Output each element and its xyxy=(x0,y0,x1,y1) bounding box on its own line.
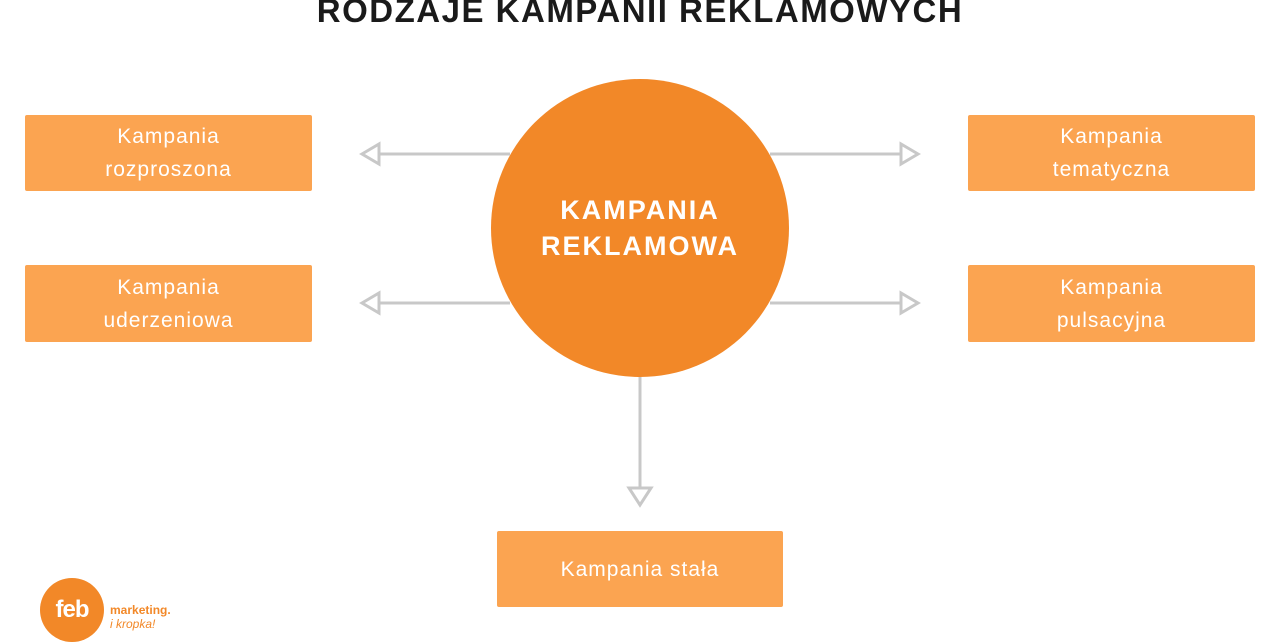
center-node-kampania-reklamowa: KAMPANIA REKLAMOWA xyxy=(491,79,789,377)
box-kampania-stala: Kampania stała xyxy=(497,531,783,607)
box-label-uderzeniowa: Kampania uderzeniowa xyxy=(103,275,234,332)
box-label-stala: Kampania stała xyxy=(560,557,720,581)
box-kampania-pulsacyjna: Kampania pulsacyjna xyxy=(968,265,1255,342)
box-kampania-tematyczna: Kampania tematyczna xyxy=(968,115,1255,191)
box-label-pulsacyjna: Kampania pulsacyjna xyxy=(1056,275,1167,332)
arrowhead-uderzeniowa xyxy=(359,290,381,316)
logo-tagline: marketing. i kropka! xyxy=(110,603,171,631)
arrowhead-rozproszona xyxy=(359,141,381,167)
diagram-title: RODZAJE KAMPANII REKLAMOWYCH xyxy=(316,0,964,29)
feb-logo: feb xyxy=(40,578,104,642)
center-node-label: KAMPANIA REKLAMOWA xyxy=(541,195,739,261)
arrowhead-tematyczna xyxy=(899,141,921,167)
box-label-tematyczna: Kampania tematyczna xyxy=(1052,125,1171,181)
box-kampania-uderzeniowa: Kampania uderzeniowa xyxy=(25,265,312,342)
logo-tagline-line2: i kropka! xyxy=(110,617,156,631)
logo-tagline-line1: marketing. xyxy=(110,603,171,617)
arrowhead-pulsacyjna xyxy=(899,290,921,316)
box-kampania-rozproszona: Kampania rozproszona xyxy=(25,115,312,191)
feb-logo-mark: feb xyxy=(55,596,90,623)
box-label-rozproszona: Kampania rozproszona xyxy=(105,125,232,181)
arrowhead-stala xyxy=(626,486,654,508)
